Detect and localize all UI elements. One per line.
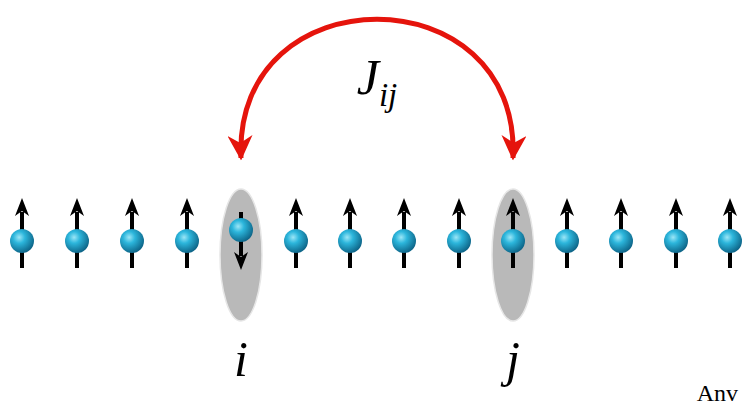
coupling-label: Jij [353, 52, 402, 112]
spin [229, 212, 253, 270]
coupling-arrow [241, 19, 513, 158]
spin [664, 198, 688, 268]
spin [338, 198, 362, 268]
spin [447, 198, 471, 268]
site-ellipse: j [491, 188, 535, 322]
spin [120, 198, 144, 268]
site-ellipse: i [219, 188, 263, 322]
spin [175, 198, 199, 268]
ellipse-outline [491, 188, 535, 322]
ellipse-outline [219, 188, 263, 322]
spin [392, 198, 416, 268]
watermark: Anv [697, 381, 738, 405]
site-label: j [506, 334, 520, 384]
spin [65, 198, 89, 268]
spin [609, 198, 633, 268]
spin [284, 198, 308, 268]
spin [501, 198, 525, 268]
spin [718, 198, 742, 268]
spin [555, 198, 579, 268]
spin [10, 198, 34, 268]
site-label: i [234, 334, 248, 384]
